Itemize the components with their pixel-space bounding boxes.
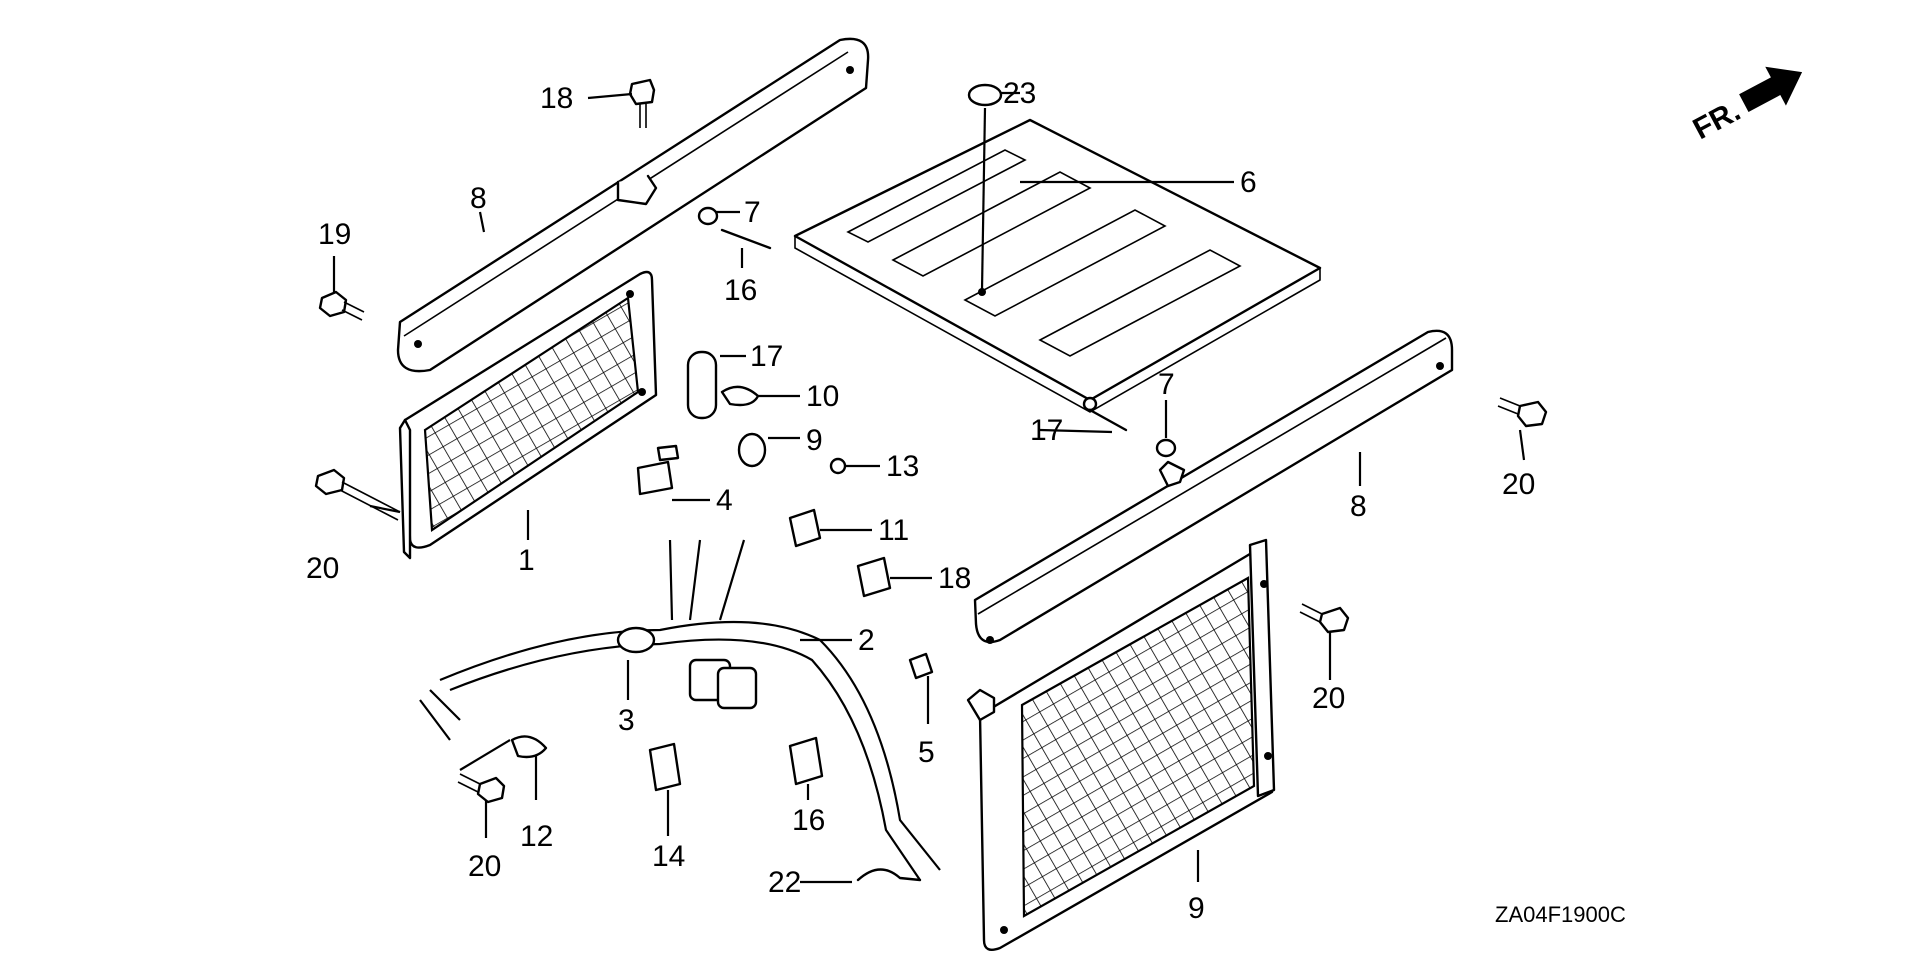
bolt-top (628, 78, 656, 128)
clip (510, 735, 548, 759)
callout-16: 17 (1030, 414, 1063, 447)
bolt-right-upper (1497, 397, 1548, 428)
bolt-bottom-left (457, 773, 506, 804)
side-rail-right (973, 329, 1454, 644)
side-mesh-panel-left (398, 270, 658, 560)
callout-14: 13 (886, 450, 919, 483)
callout-1: 1 (518, 544, 535, 577)
callout-17: 17 (750, 340, 783, 373)
callout-8: 8 (470, 182, 487, 215)
callout-3: 3 (618, 704, 635, 737)
harness-clip (908, 652, 934, 680)
clamp-e (856, 556, 892, 598)
callout-18: 16 (792, 804, 825, 837)
cap-rubber (967, 83, 1003, 107)
callout-8: 8 (1350, 490, 1367, 523)
clamp-d (788, 736, 824, 786)
sub-cord (856, 868, 922, 882)
top-cover (793, 118, 1322, 413)
front-direction-indicator: FR. (1688, 66, 1803, 146)
callout-7: 7 (1158, 368, 1175, 401)
callout-9: 9 (1188, 892, 1205, 925)
cap (686, 350, 718, 420)
callout-4: 4 (716, 484, 733, 517)
callout-19: 18 (938, 562, 971, 595)
bolt-right-lower (1299, 603, 1350, 634)
callout-20: 20 (1502, 468, 1535, 501)
harness-grommet (616, 626, 656, 654)
callout-13: 12 (520, 820, 553, 853)
callout-labels: 18 23 6 7 16 8 19 17 10 9 13 4 11 18 2 1… (306, 77, 1535, 925)
callout-12: 11 (878, 514, 909, 547)
pin-left (720, 228, 772, 250)
long-bolt (314, 468, 401, 521)
clamp (737, 432, 767, 468)
side-mesh-panel-right (966, 538, 1276, 951)
callout-20: 20 (468, 850, 501, 883)
clamp-c (648, 742, 682, 792)
diagram-code: ZA04F1900C (1495, 902, 1626, 927)
band-clip (720, 385, 760, 407)
callout-15: 14 (652, 840, 685, 873)
callout-2: 2 (858, 624, 875, 657)
callout-21: 20 (306, 552, 339, 585)
callout-10: 9 (806, 424, 823, 457)
leader-lines (332, 91, 1526, 884)
callout-7: 7 (744, 196, 761, 229)
callout-11: 10 (806, 380, 839, 413)
side-rail-left (396, 37, 870, 373)
callout-6: 6 (1240, 166, 1257, 199)
bolt-left (318, 290, 365, 321)
grommet-right (1155, 438, 1177, 458)
front-label: FR. (1688, 94, 1746, 146)
callout-16: 16 (724, 274, 757, 307)
clamp-b (788, 508, 822, 548)
wire-harness (419, 539, 941, 881)
clip-small (829, 457, 847, 475)
callout-5: 5 (918, 736, 935, 769)
callout-22: 22 (768, 866, 801, 899)
relay (636, 444, 680, 496)
grommet-top-left (697, 206, 719, 226)
callout-20: 18 (540, 82, 573, 115)
callout-20: 19 (318, 218, 351, 251)
pin-right (1088, 408, 1128, 432)
front-arrow-icon (1739, 66, 1803, 112)
callout-23: 23 (1003, 77, 1036, 110)
callout-20: 20 (1312, 682, 1345, 715)
